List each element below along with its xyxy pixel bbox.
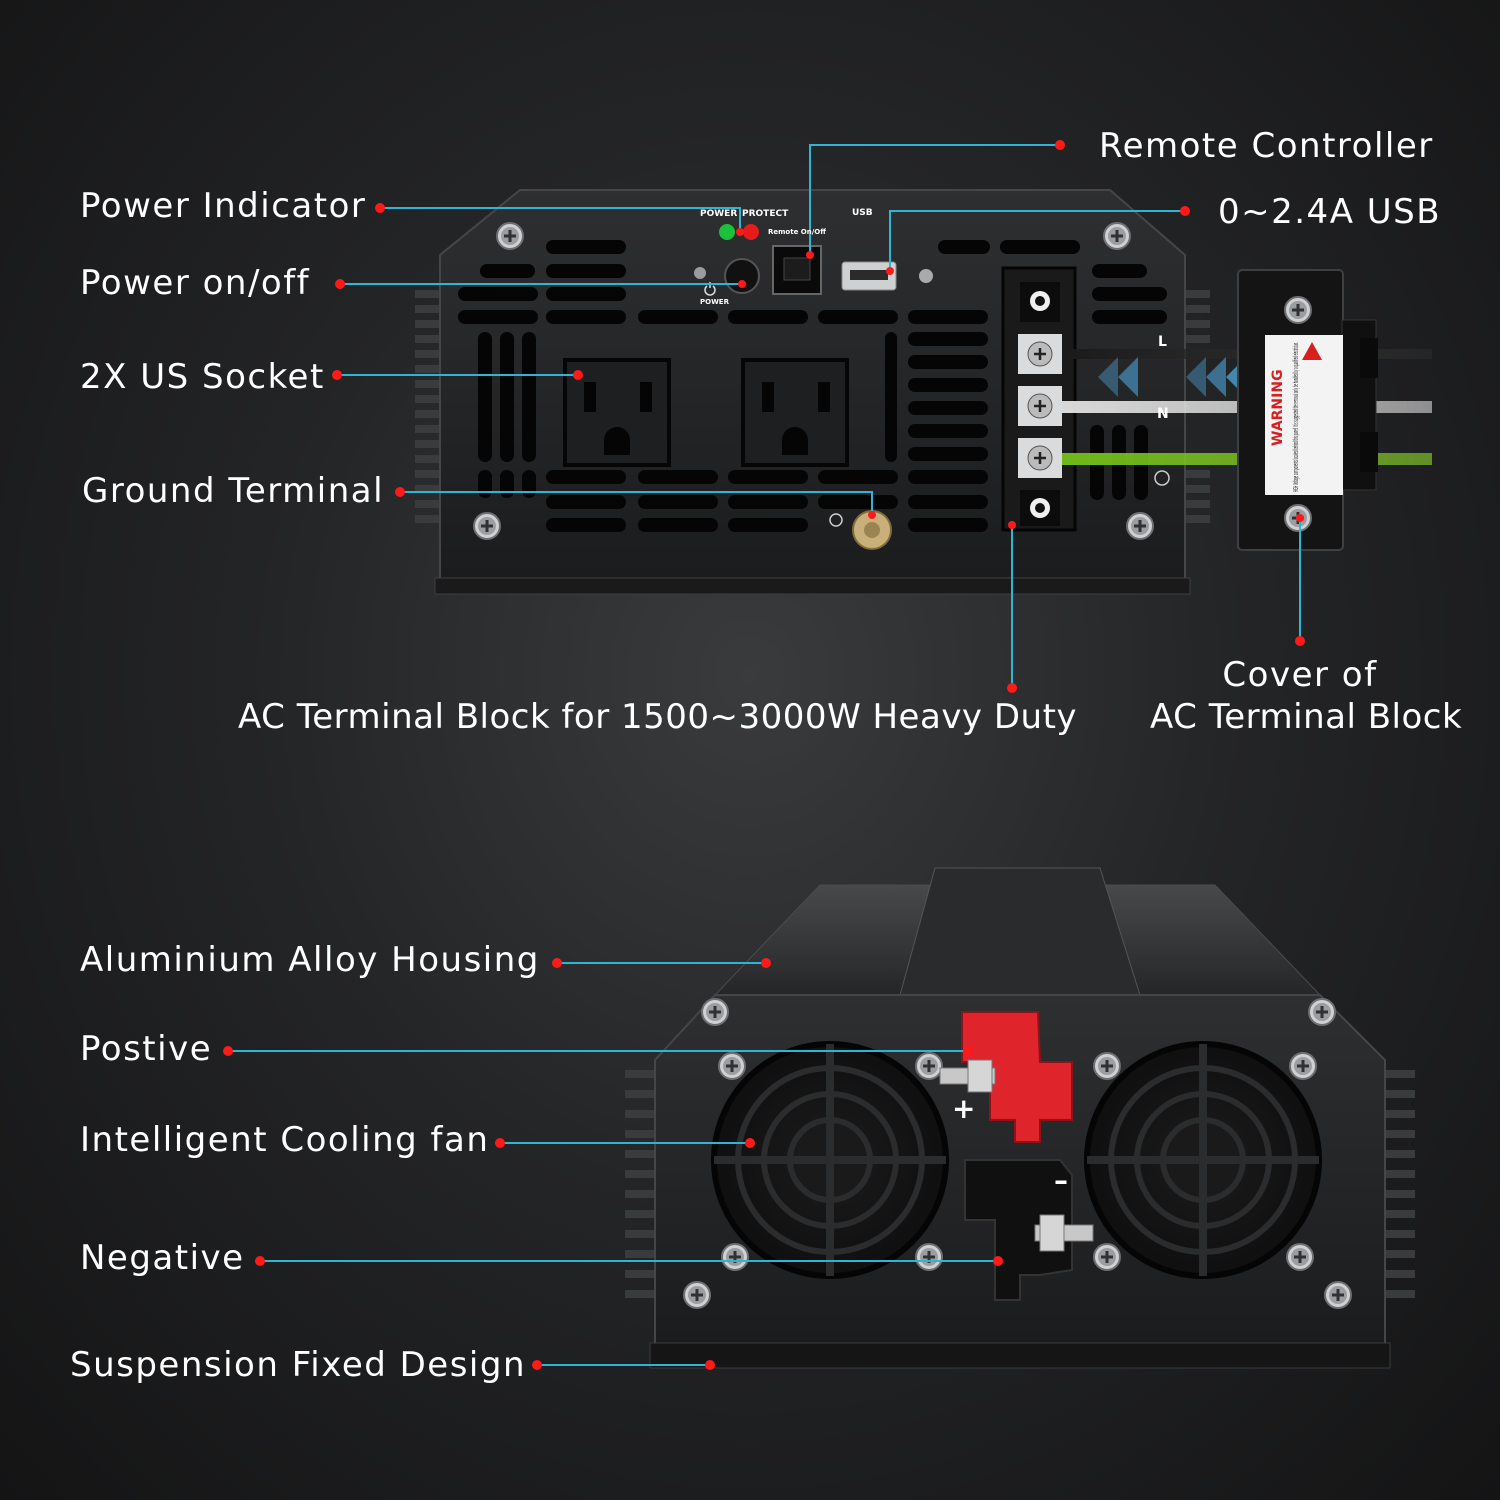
cover-label-line2: AC Terminal Block [1150, 697, 1463, 737]
protect-led-label: PROTECT [742, 209, 789, 219]
remote-label: Remote On/Off [768, 228, 826, 236]
minus-sign: – [1054, 1164, 1068, 1197]
ac-terminal-block [1001, 266, 1077, 532]
power-indicator-label: Power Indicator [80, 186, 367, 226]
us-socket-right [741, 358, 849, 467]
cover-warning-title: WARNING [1270, 369, 1286, 446]
cooling-fan-right [1084, 1041, 1322, 1279]
usb-label: USB [852, 208, 873, 218]
terminal-cover [1237, 269, 1378, 551]
power-led-icon [719, 224, 735, 240]
us-socket-left [563, 358, 671, 467]
positive-terminal-icon [939, 1011, 1073, 1143]
suspension-label: Suspension Fixed Design [70, 1345, 527, 1385]
terminal-l-label: L [1158, 334, 1167, 350]
back-panel [625, 867, 1415, 1369]
housing-label: Aluminium Alloy Housing [80, 940, 540, 980]
cooling-fan-left [711, 1041, 949, 1279]
front-panel [415, 189, 1432, 595]
callout-dots [223, 140, 1305, 1370]
usb-callout-label: 0~2.4A USB [1218, 192, 1442, 232]
ac-terminal-block-label: AC Terminal Block for 1500~3000W Heavy D… [238, 697, 1078, 737]
ground-terminal-label: Ground Terminal [82, 471, 385, 511]
plus-sign: + [952, 1092, 975, 1125]
power-button-label: POWER [700, 298, 730, 306]
cooling-fan-label: Intelligent Cooling fan [80, 1120, 490, 1160]
us-socket-label: 2X US Socket [80, 357, 325, 397]
power-led-label: POWER [700, 209, 737, 219]
positive-label: Postive [80, 1029, 213, 1069]
cover-label-line1: Cover of [1222, 655, 1378, 695]
cover-warning-text: HIGH Voltage components located behind t… [1292, 342, 1300, 492]
negative-label: Negative [80, 1238, 245, 1278]
protect-led-icon [743, 224, 759, 240]
remote-controller-label: Remote Controller [1099, 126, 1434, 166]
callout-lines [228, 144, 1301, 1366]
negative-terminal-icon [964, 1159, 1094, 1301]
power-on-off-label: Power on/off [80, 263, 311, 303]
terminal-n-label: N [1157, 406, 1169, 422]
